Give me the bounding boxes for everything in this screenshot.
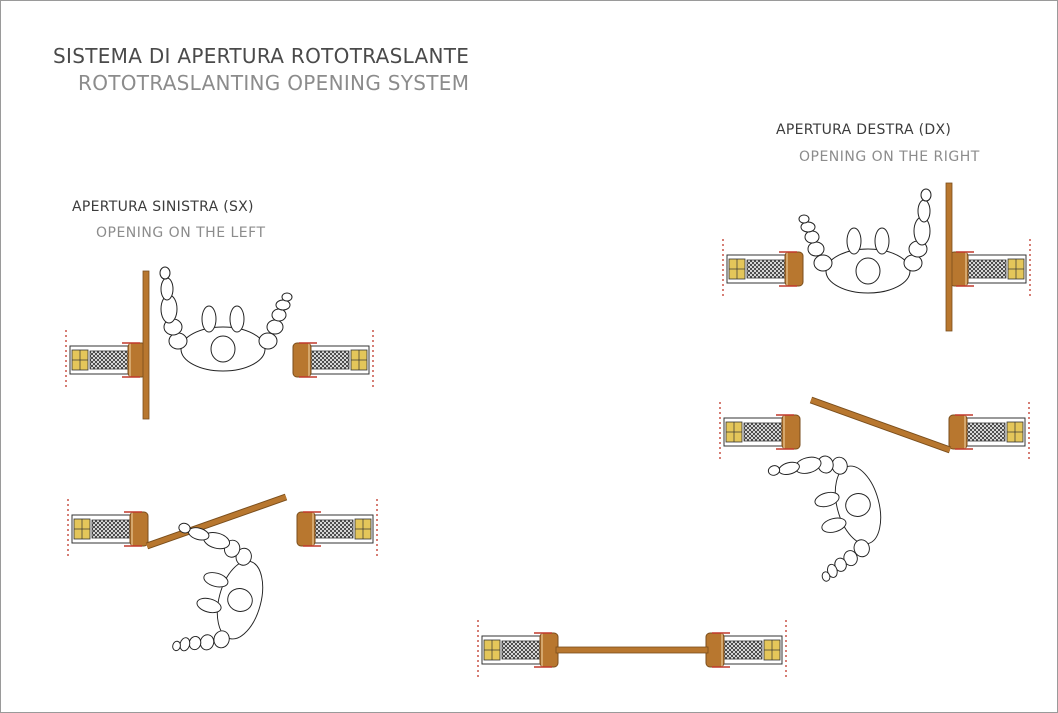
left-opening-label-english: OPENING ON THE LEFT: [96, 225, 266, 241]
dx-step-closed: [722, 182, 1031, 332]
sx-step-closed: [65, 266, 374, 420]
right-opening-label-italian: APERTURA DESTRA (DX): [776, 122, 952, 138]
title-italian: SISTEMA DI APERTURA ROTOTRASLANTE: [53, 44, 470, 68]
sx-step-rotating: [67, 493, 378, 670]
fully-open-step: [477, 619, 787, 681]
dx-step-rotating: [719, 396, 1030, 589]
title-english: ROTOTRASLANTING OPENING SYSTEM: [78, 71, 470, 95]
right-opening-label-english: OPENING ON THE RIGHT: [799, 149, 980, 165]
left-opening-label-italian: APERTURA SINISTRA (SX): [72, 199, 254, 215]
